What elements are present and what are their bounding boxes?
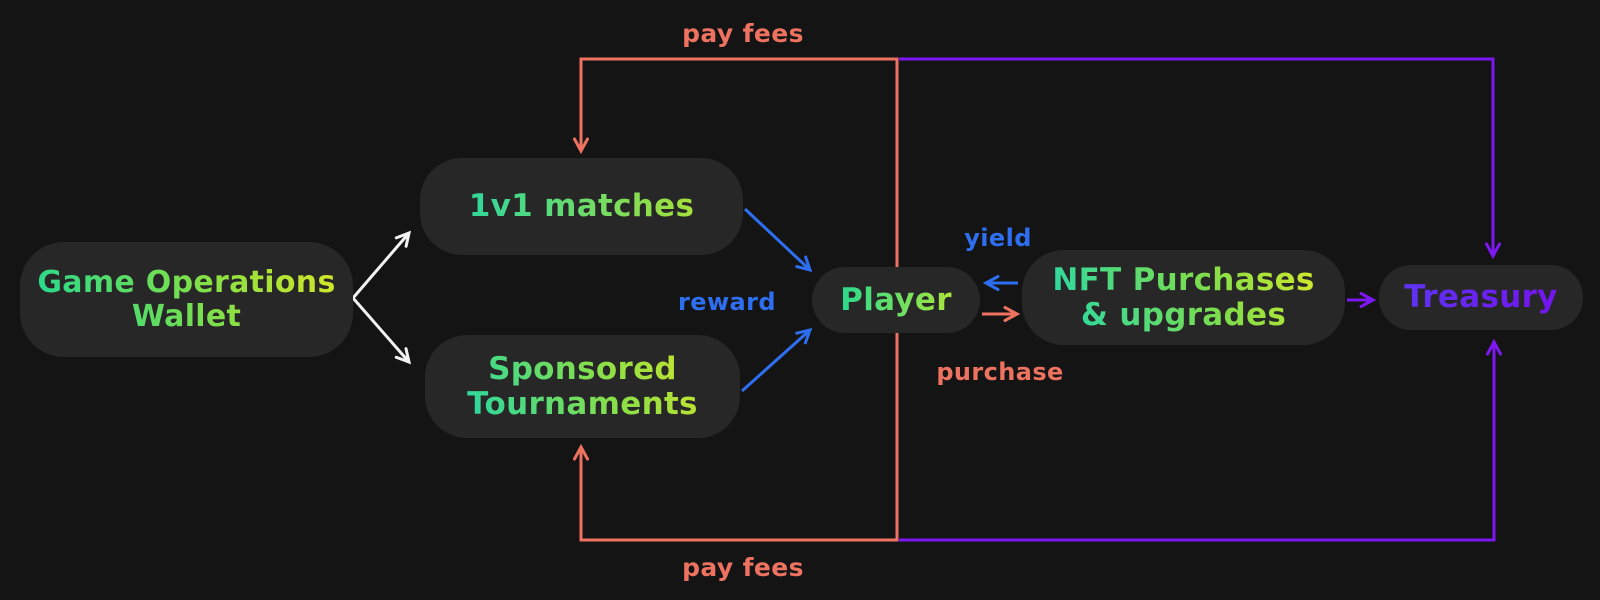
edge-label-yield: yield [964, 224, 1032, 252]
edge-wallet-to-1v1 [351, 233, 409, 299]
edge-1v1-to-player-reward [743, 207, 810, 270]
edge-player-to-1v1-pay-fees [581, 57, 899, 300]
node-player-label: Player [840, 281, 952, 318]
node-sponsored-tournaments: Sponsored Tournaments [425, 335, 740, 438]
node-sponsored-tournaments-label: Sponsored Tournaments [467, 350, 698, 422]
edge-label-pay-fees-bottom: pay fees [682, 553, 804, 582]
node-nft-purchases: NFT Purchases & upgrades [1022, 250, 1345, 345]
node-nft-purchases-label: NFT Purchases & upgrades [1052, 261, 1315, 333]
node-treasury-label: Treasury [1404, 279, 1558, 316]
edge-sponsored-to-player-reward [740, 330, 810, 393]
edge-player-to-sponsored-pay-fees [581, 300, 899, 542]
edge-bottom-to-treasury [899, 342, 1494, 542]
node-1v1-matches-label: 1v1 matches [468, 188, 695, 225]
node-treasury: Treasury [1379, 265, 1583, 330]
node-player: Player [812, 267, 980, 333]
node-game-operations-wallet-label: Game Operations Wallet [37, 264, 336, 334]
edge-top-to-treasury [899, 57, 1493, 256]
node-1v1-matches: 1v1 matches [420, 158, 743, 255]
node-game-operations-wallet: Game Operations Wallet [20, 242, 353, 357]
edge-wallet-to-sponsored [351, 297, 409, 362]
edge-label-purchase: purchase [936, 358, 1064, 386]
edge-label-pay-fees-top: pay fees [682, 19, 804, 48]
edge-label-reward: reward [678, 288, 776, 316]
